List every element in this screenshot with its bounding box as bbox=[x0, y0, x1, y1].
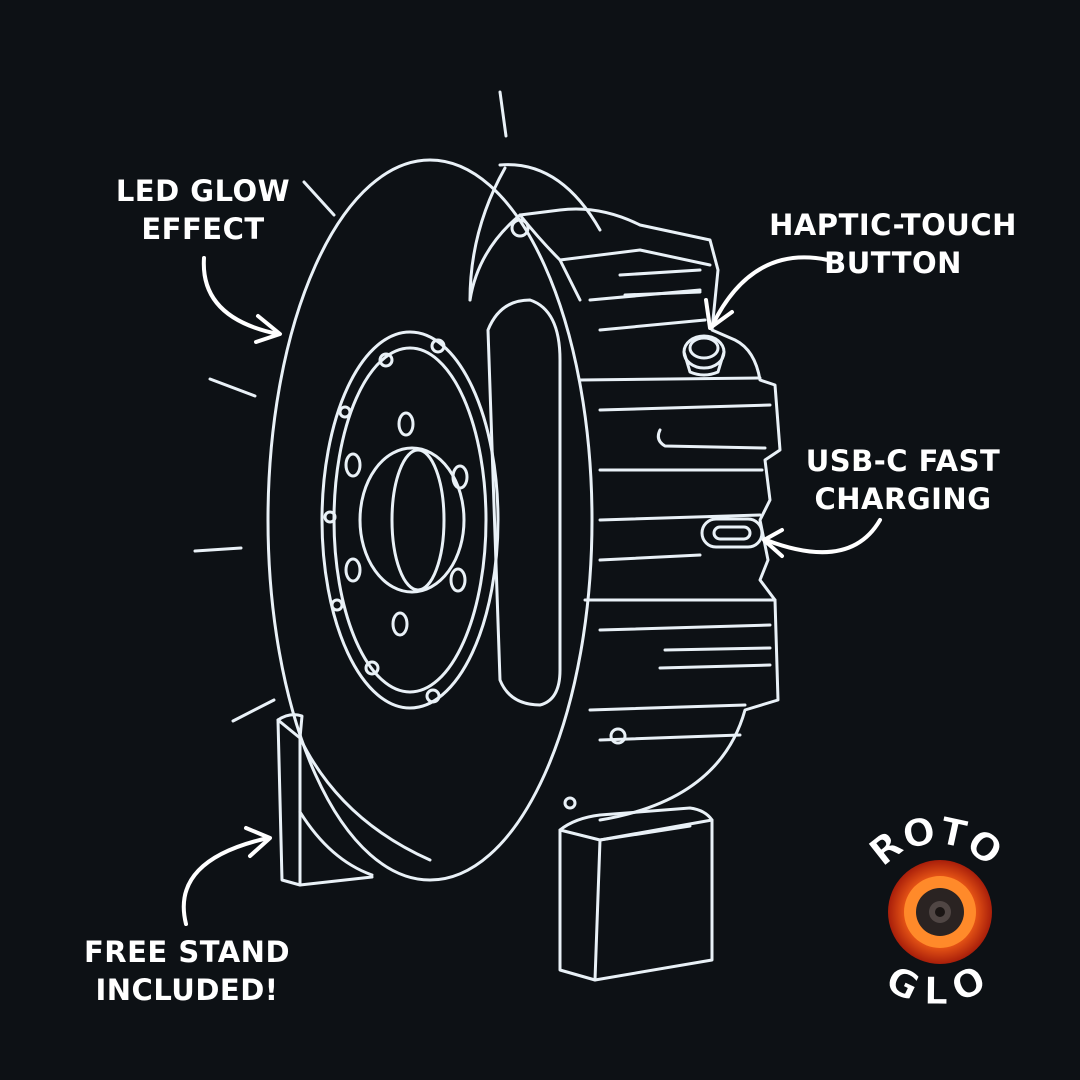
callout-led-line-2: EFFECT bbox=[141, 212, 265, 246]
logo-bottom-word: GLO bbox=[879, 957, 992, 1013]
callout-led-line-1: LED GLOW bbox=[115, 174, 291, 208]
haptic-button-drawing bbox=[682, 334, 726, 377]
callout-usb-line-2: CHARGING bbox=[814, 482, 992, 516]
callout-led-glow: LED GLOW EFFECT bbox=[88, 172, 318, 248]
arrow-haptic-head bbox=[704, 298, 734, 330]
stand-right bbox=[558, 806, 714, 982]
rotor-hub bbox=[320, 330, 500, 710]
callout-stand-line-2: INCLUDED! bbox=[95, 973, 279, 1007]
rotor-disc bbox=[266, 158, 602, 882]
arrow-led-head bbox=[254, 314, 282, 344]
callout-haptic-line-1: HAPTIC-TOUCH bbox=[769, 208, 1017, 242]
callout-usb-c: USB-C FAST CHARGING bbox=[792, 442, 1014, 518]
arrow-led bbox=[201, 256, 280, 336]
callout-usb-line-1: USB-C FAST bbox=[805, 444, 1001, 478]
stand-left bbox=[276, 713, 432, 887]
callout-stand-line-1: FREE STAND bbox=[83, 935, 291, 969]
callout-haptic-line-2: BUTTON bbox=[824, 246, 962, 280]
roto-glo-logo: ROTO GLO bbox=[860, 807, 1011, 1013]
arrow-usb-head bbox=[762, 528, 784, 558]
arrow-stand bbox=[181, 836, 270, 926]
callout-free-stand: FREE STAND INCLUDED! bbox=[72, 933, 302, 1009]
arrow-usb bbox=[764, 518, 882, 555]
usb-port-drawing bbox=[700, 517, 764, 549]
brake-caliper bbox=[468, 207, 782, 822]
glow-rays bbox=[193, 90, 508, 723]
callout-haptic-touch: HAPTIC-TOUCH BUTTON bbox=[762, 206, 1024, 282]
arrow-stand-head bbox=[244, 826, 272, 858]
arrow-haptic bbox=[710, 255, 830, 328]
callout-arrows bbox=[181, 255, 882, 926]
